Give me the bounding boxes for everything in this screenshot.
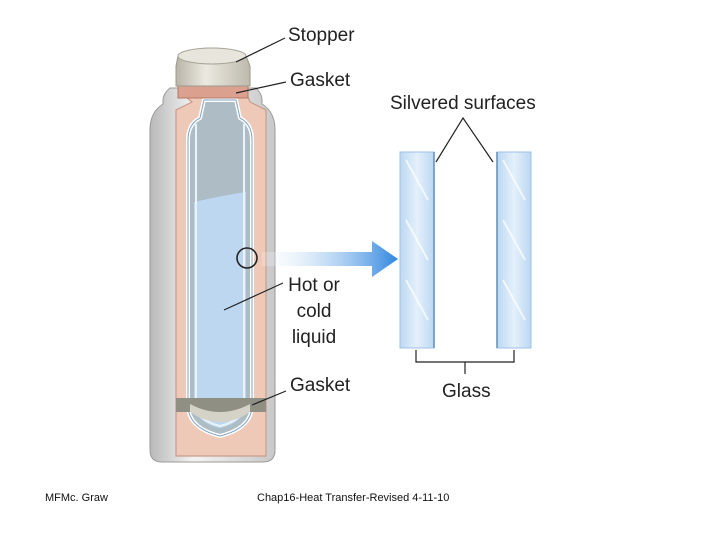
glass-bracket bbox=[416, 350, 514, 362]
stopper-label: Stopper bbox=[288, 26, 355, 45]
zoom-arrow bbox=[262, 241, 398, 277]
footer-center: Chap16-Heat Transfer-Revised 4-11-10 bbox=[257, 492, 449, 504]
thermos-flask bbox=[150, 48, 275, 462]
liquid-label-line3: liquid bbox=[282, 325, 346, 351]
liquid-label-line2: cold bbox=[282, 299, 346, 325]
gasket-bottom-label: Gasket bbox=[290, 376, 350, 395]
liquid bbox=[194, 192, 246, 428]
top-gasket bbox=[178, 86, 248, 98]
footer-left: MFMc. Graw bbox=[45, 492, 108, 504]
gasket-top-label: Gasket bbox=[290, 71, 350, 90]
glass-label: Glass bbox=[442, 382, 491, 401]
liquid-label: Hot or cold liquid bbox=[282, 273, 346, 351]
silvered-leader bbox=[436, 118, 493, 162]
glass-walls-detail bbox=[400, 152, 531, 348]
silvered-surfaces-label: Silvered surfaces bbox=[390, 94, 536, 113]
stopper-leader bbox=[236, 38, 285, 62]
liquid-label-line1: Hot or bbox=[282, 273, 346, 299]
